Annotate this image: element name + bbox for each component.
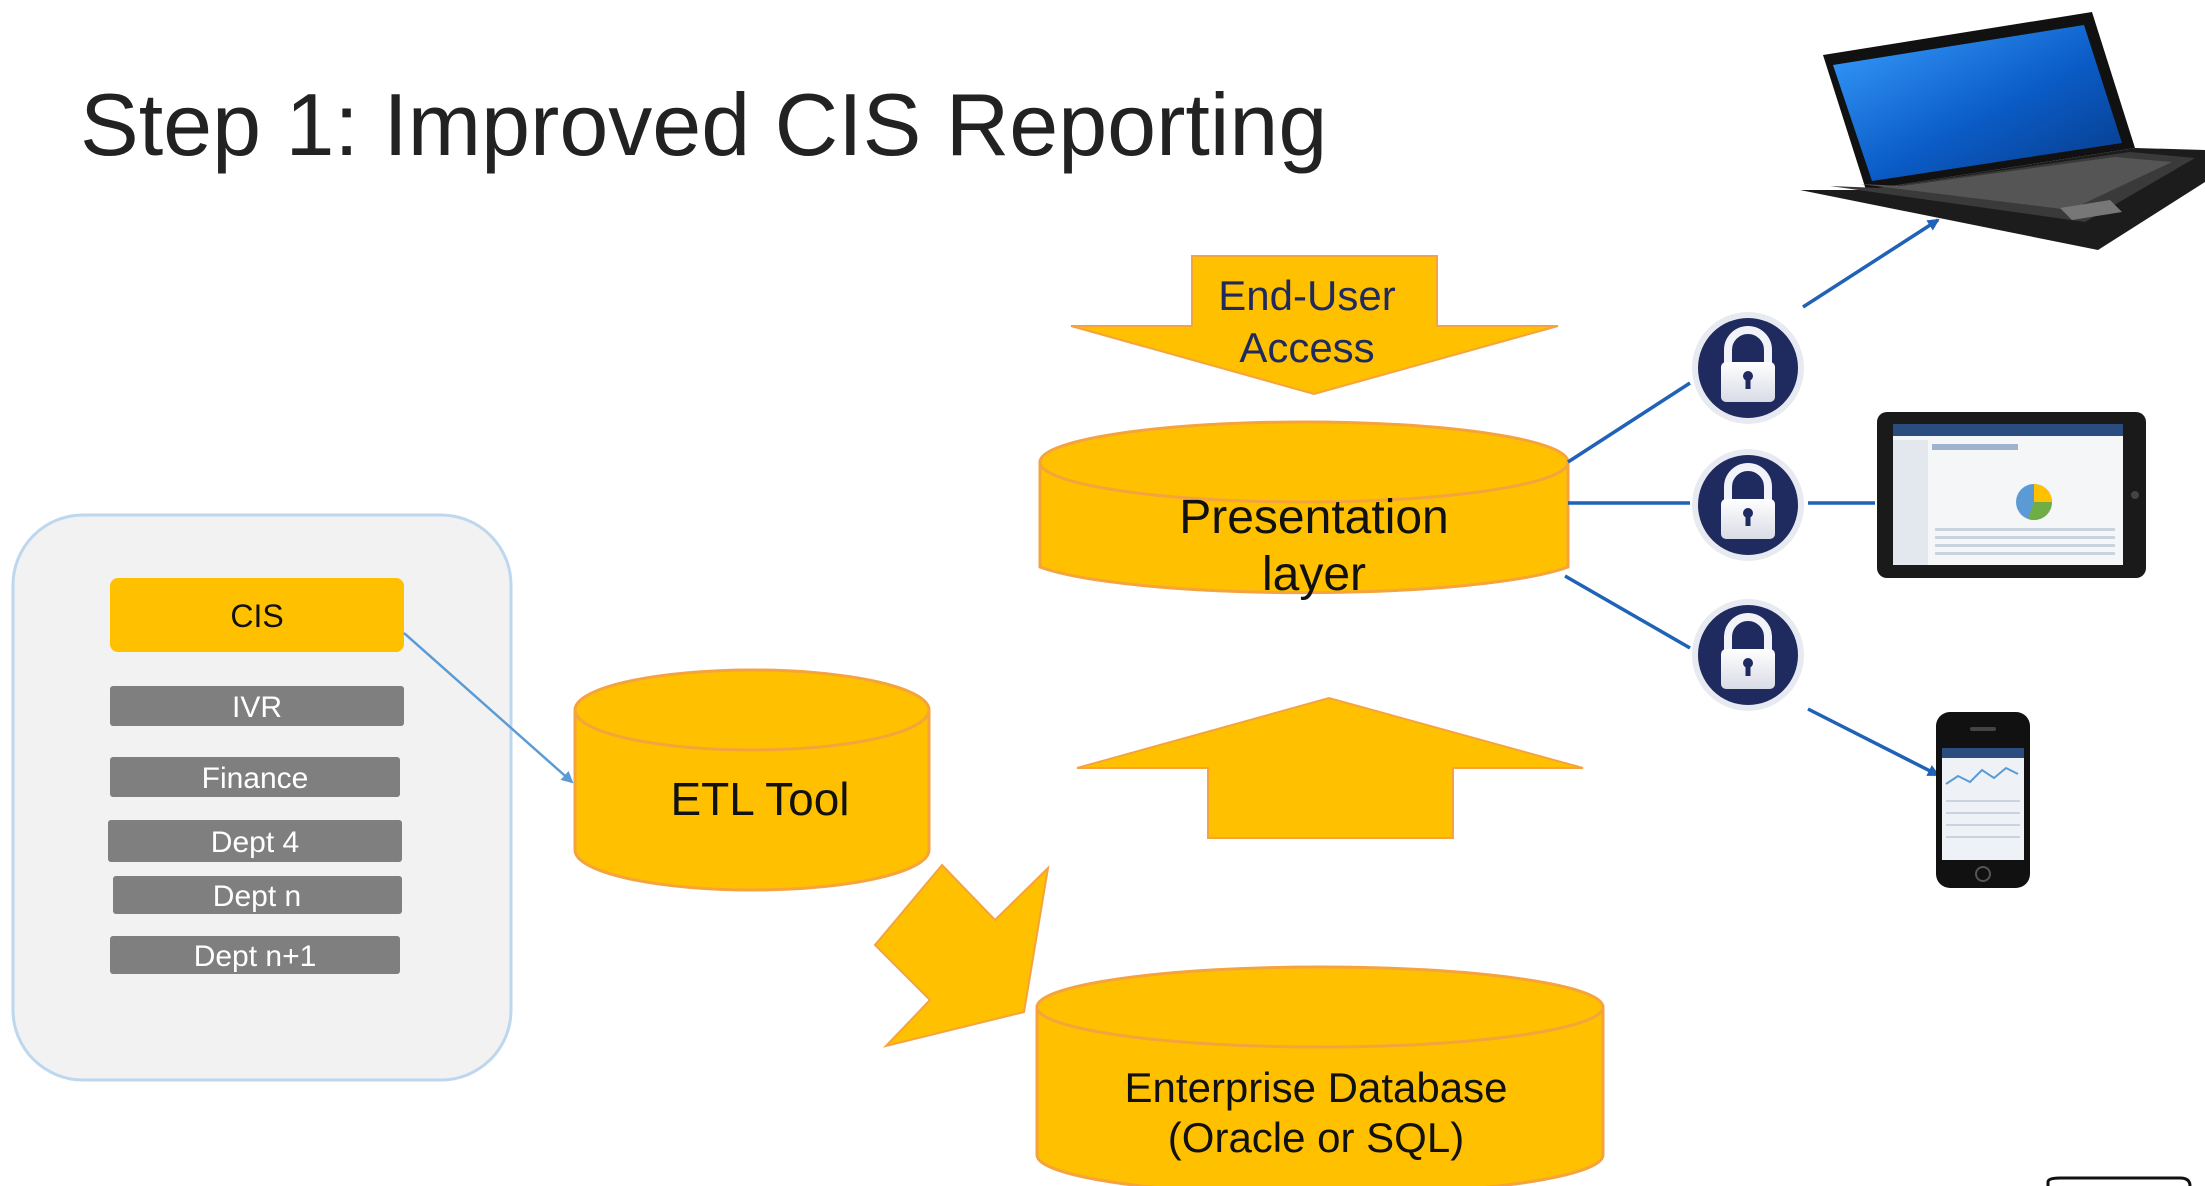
lock-icon	[1692, 449, 1804, 561]
end-user-access-line1: End-User	[1218, 272, 1395, 319]
source-label: CIS	[230, 598, 283, 634]
end-user-access-line2: Access	[1239, 324, 1374, 371]
etl-tool-cylinder[interactable]: ETL Tool	[573, 668, 931, 892]
slide-corner-fragment	[2046, 1176, 2192, 1186]
source-box-finance[interactable]: Finance	[110, 757, 400, 797]
sources-panel: CIS IVR Finance Dept 4 Dept n Dept n+1	[11, 513, 513, 1082]
page-title: Step 1: Improved CIS Reporting	[80, 75, 1327, 174]
tablet-icon	[1877, 412, 2146, 578]
enterprise-database-label-line2: (Oracle or SQL)	[1168, 1114, 1464, 1161]
smartphone-icon	[1936, 712, 2030, 888]
source-label: Finance	[202, 762, 309, 795]
lock-icon	[1692, 599, 1804, 711]
source-label: IVR	[232, 691, 282, 724]
presentation-label-line2: layer	[1262, 548, 1366, 601]
source-box-cis[interactable]: CIS	[110, 578, 404, 652]
laptop-icon	[1800, 12, 2205, 250]
end-user-access-arrow: End-User Access	[1070, 255, 1559, 396]
device-connectors	[1564, 218, 1940, 777]
lock-icon	[1692, 312, 1804, 424]
source-label: Dept 4	[211, 826, 299, 859]
enterprise-database-label-line1: Enterprise Database	[1125, 1064, 1508, 1111]
source-label: Dept n+1	[194, 940, 317, 973]
enterprise-database-cylinder[interactable]: Enterprise Database (Oracle or SQL)	[1035, 965, 1605, 1186]
source-label: Dept n	[213, 880, 301, 913]
etl-to-database-arrow	[873, 863, 1050, 1048]
presentation-layer-cylinder[interactable]: Presentation layer	[1038, 420, 1570, 601]
source-box-ivr[interactable]: IVR	[110, 686, 404, 726]
source-box-dept-n-plus-1[interactable]: Dept n+1	[110, 936, 400, 974]
source-box-dept4[interactable]: Dept 4	[108, 820, 402, 862]
source-box-dept-n[interactable]: Dept n	[113, 876, 402, 914]
etl-tool-label: ETL Tool	[671, 773, 850, 825]
database-to-presentation-arrow	[1076, 696, 1584, 839]
presentation-label-line1: Presentation	[1179, 491, 1449, 544]
cis-to-etl-connector	[403, 632, 574, 784]
